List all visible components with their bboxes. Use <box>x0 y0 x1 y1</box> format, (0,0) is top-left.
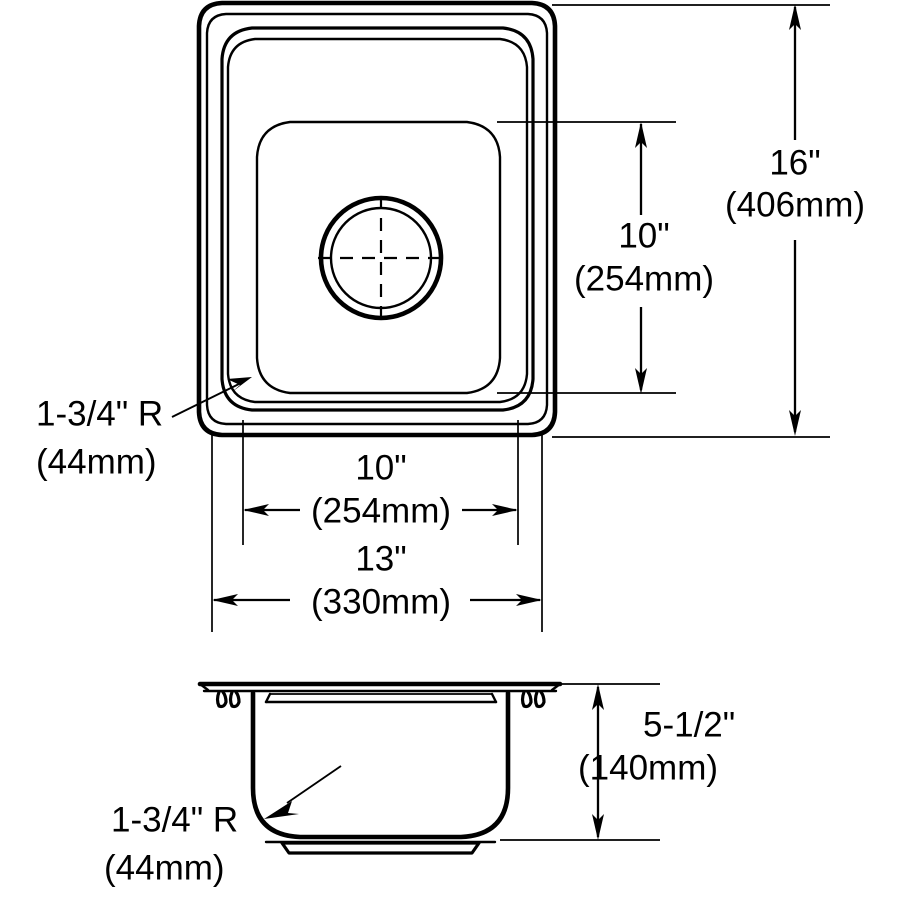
dim-label-overall-height-metric: (406mm) <box>725 185 865 224</box>
callout-corner-radius-top: 1-3/4" R (44mm) <box>36 377 252 481</box>
dim-label-bowl-height-metric: (254mm) <box>574 259 714 298</box>
dim-label-overall-height-inches: 16" <box>769 143 820 182</box>
section-mounting-clip-left-a <box>215 690 228 709</box>
arrow-overall-width-right <box>516 594 542 606</box>
top-view <box>196 0 558 438</box>
dim-label-radius-section-inches: 1-3/4" R <box>111 800 238 839</box>
leader-line-corner-radius-top <box>171 381 244 418</box>
dimension-bowl-height: 10" (254mm) <box>574 122 714 394</box>
drain-outer-circle <box>318 195 444 321</box>
section-mounting-clip-right-b <box>533 690 546 709</box>
leader-line-corner-radius-section <box>286 765 342 804</box>
dim-label-bowl-width-inches: 10" <box>355 448 406 487</box>
section-mounting-clip-right-a <box>520 690 533 709</box>
dimension-overall-height: 16" (406mm) <box>725 4 865 436</box>
section-bowl-wall-outline <box>250 690 511 840</box>
dim-label-overall-width-metric: (330mm) <box>311 582 451 621</box>
section-inner-ledge-right-end <box>490 692 498 704</box>
dim-label-radius-section-metric: (44mm) <box>104 848 225 887</box>
sink-rim-inner-edge <box>205 12 549 426</box>
arrow-corner-radius-section <box>264 801 299 819</box>
arrow-bowl-height-down <box>635 368 647 394</box>
dim-label-radius-top-inches: 1-3/4" R <box>36 394 163 433</box>
sink-bowl-bottom-outline <box>255 120 502 395</box>
section-view-extension-lines <box>500 683 660 841</box>
arrow-corner-radius-top <box>227 377 252 392</box>
arrow-overall-height-up <box>789 4 801 30</box>
section-rim-right-tip <box>550 682 562 692</box>
sink-bowl-rim-outline <box>220 26 535 412</box>
section-rim-left-tip <box>198 682 210 692</box>
dim-label-bowl-height-inches: 10" <box>618 216 669 255</box>
arrow-bowl-width-right <box>492 504 518 516</box>
callout-corner-radius-section: 1-3/4" R (44mm) <box>104 765 342 887</box>
top-view-extension-lines <box>211 4 830 632</box>
section-bowl-base-pad <box>280 841 481 855</box>
arrow-bowl-depth-up <box>592 684 604 710</box>
arrow-bowl-depth-down <box>592 814 604 840</box>
dimension-bowl-width: 10" (254mm) <box>243 448 518 530</box>
dimension-bowl-depth: 5-1/2" (140mm) <box>578 684 735 840</box>
arrow-bowl-height-up <box>635 122 647 148</box>
sink-outer-rim-outline <box>196 0 558 438</box>
section-view <box>197 681 563 855</box>
section-inner-ledge-left-end <box>264 692 272 704</box>
dimension-overall-width: 13" (330mm) <box>212 539 542 621</box>
dim-label-bowl-depth-metric: (140mm) <box>578 748 718 787</box>
dim-label-overall-width-inches: 13" <box>355 539 406 578</box>
arrow-overall-width-left <box>212 594 238 606</box>
arrow-bowl-width-left <box>243 504 269 516</box>
dim-label-bowl-width-metric: (254mm) <box>311 491 451 530</box>
dim-label-radius-top-metric: (44mm) <box>36 442 157 481</box>
dim-label-bowl-depth-inches: 5-1/2" <box>643 705 735 744</box>
sink-bowl-rim-inner-contour <box>226 37 529 404</box>
section-mounting-clip-left-b <box>228 690 241 709</box>
arrow-overall-height-down <box>789 410 801 436</box>
